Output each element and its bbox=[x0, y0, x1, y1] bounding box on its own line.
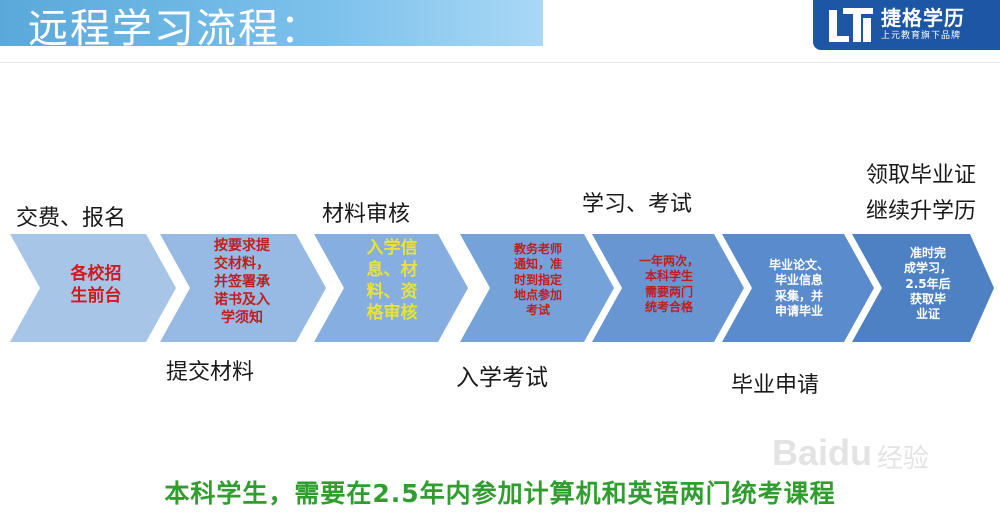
arrow-step-6 bbox=[722, 234, 874, 342]
arrow-step-7 bbox=[852, 234, 994, 342]
step-label-study-exam: 学习、考试 bbox=[582, 192, 693, 217]
logo-subtitle: 上元教育旗下品牌 bbox=[881, 31, 962, 41]
title-bar: 远程学习流程： bbox=[0, 0, 543, 52]
step-label-material-review: 材料审核 bbox=[322, 202, 411, 227]
step-text-4: 教务老师 通知，准 时到指定 地点参加 考试 bbox=[513, 242, 562, 318]
step-label-certificate-line1: 领取毕业证 bbox=[866, 163, 977, 188]
step-label-submit-materials: 提交材料 bbox=[166, 360, 255, 385]
step-text-2: 按要求提 交材料， 并签署承 诺书及入 学须知 bbox=[214, 238, 270, 326]
baidu-watermark: Baidu 经验 bbox=[772, 418, 942, 480]
header-divider bbox=[0, 62, 1000, 63]
arrow-step-1 bbox=[10, 234, 176, 342]
step-text-7: 准时完 成学习， 2.5年后 获取毕 业证 bbox=[903, 246, 952, 322]
page-title: 远程学习流程： bbox=[28, 6, 322, 52]
step-text-3: 入学信 息、材 料、资 格审核 bbox=[366, 238, 418, 324]
step-label-graduation-apply: 毕业申请 bbox=[731, 373, 820, 398]
arrow-step-5 bbox=[592, 234, 744, 342]
brand-logo: 捷格学历 上元教育旗下品牌 bbox=[813, 0, 1000, 50]
step-label-certificate-line2: 继续升学历 bbox=[866, 199, 977, 224]
arrow-step-2 bbox=[160, 234, 326, 342]
footer-note: 本科学生，需要在2.5年内参加计算机和英语两门统考课程 bbox=[164, 479, 836, 508]
watermark-cn: 经验 bbox=[877, 444, 930, 474]
step-label-entrance-exam: 入学考试 bbox=[456, 365, 548, 391]
step-text-1: 各校招 生前台 bbox=[70, 264, 122, 306]
arrow-step-3 bbox=[314, 234, 468, 342]
step-label-fee-register: 交费、报名 bbox=[16, 206, 127, 231]
logo-icon bbox=[829, 8, 873, 42]
watermark-latin: Baidu bbox=[772, 432, 873, 473]
step-text-6: 毕业论文、 毕业信息 采集，并 申请毕业 bbox=[768, 258, 829, 319]
step-text-5: 一年两次， 本科学生 需要两门 统考合格 bbox=[638, 254, 699, 315]
logo-name: 捷格学历 bbox=[881, 6, 965, 30]
arrow-step-4 bbox=[460, 234, 614, 342]
